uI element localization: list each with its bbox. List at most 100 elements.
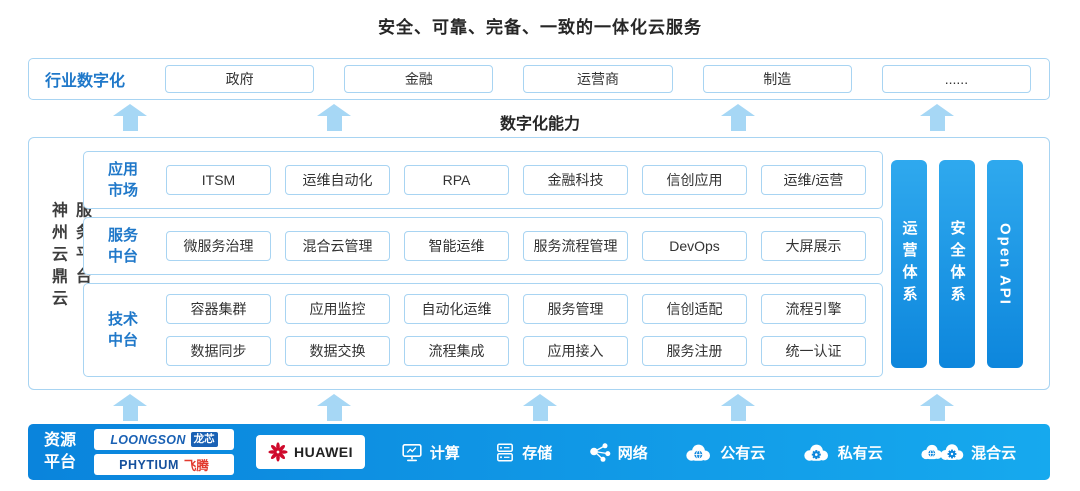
resource-item-network: 网络: [588, 442, 648, 463]
industry-item-operator: 运营商: [523, 65, 673, 93]
tech-items-bottom: 数据同步 数据交换 流程集成 应用接入 服务注册 统一认证: [166, 336, 866, 366]
resource-item-compute: 计算: [401, 442, 460, 463]
resource-item-storage: 存储: [495, 442, 552, 463]
up-arrow: [721, 104, 755, 131]
arrow-head: [317, 104, 351, 116]
loongson-brand-text: LOONGSON: [110, 432, 186, 447]
service-middle-label: 服务 中台: [100, 225, 146, 267]
capability-item-container-cluster: 容器集群: [166, 294, 271, 324]
capability-item-data-sync: 数据同步: [166, 336, 271, 366]
capability-item-intelligent-ops: 智能运维: [404, 231, 509, 261]
capability-label: 数字化能力: [499, 116, 580, 133]
capability-item-service-process-mgmt: 服务流程管理: [523, 231, 628, 261]
vendor-logos: LOONGSON 龙芯 PHYTIUM 飞腾: [94, 429, 235, 475]
resource-layer: 资源 平台 LOONGSON 龙芯 PHYTIUM 飞腾: [28, 424, 1050, 480]
capability-item-itsm: ITSM: [166, 165, 271, 195]
resource-item-private-cloud: 私有云: [801, 442, 883, 463]
industry-layer: 行业数字化 政府 金融 运营商 制造 ......: [28, 58, 1050, 100]
label-line: 市场: [107, 182, 138, 199]
service-middle-items: 微服务治理 混合云管理 智能运维 服务流程管理 DevOps 大屏展示: [166, 231, 866, 261]
vertical-bar-security-system: 安全体系: [939, 160, 975, 368]
tech-items-top: 容器集群 应用监控 自动化运维 服务管理 信创适配 流程引擎: [166, 294, 866, 324]
label-line: 应用: [107, 161, 138, 178]
label-line: 平台: [44, 454, 77, 471]
capability-item-hybrid-cloud-mgmt: 混合云管理: [285, 231, 390, 261]
industry-label: 行业数字化: [45, 73, 126, 90]
phytium-logo: PHYTIUM 飞腾: [94, 454, 235, 475]
label-line: 中台: [107, 332, 138, 349]
capability-item-service-registry: 服务注册: [642, 336, 747, 366]
label-line: 中台: [107, 248, 138, 265]
resource-items: 计算 存储: [383, 441, 1034, 463]
label-line: 技术: [107, 311, 138, 328]
huawei-flower-icon: [268, 442, 288, 462]
main-title: 安全、可靠、完备、一致的一体化云服务: [378, 18, 702, 37]
capability-item-ops-operation: 运维/运营: [761, 165, 866, 195]
capability-item-app-monitoring: 应用监控: [285, 294, 390, 324]
storage-icon: [495, 442, 515, 463]
label-line: 资源: [44, 432, 77, 450]
arrow-shaft: [730, 116, 746, 131]
up-arrow: [523, 394, 557, 421]
resource-item-label: 混合云: [971, 444, 1017, 462]
arrow-shaft: [929, 116, 945, 131]
capability-item-data-exchange: 数据交换: [285, 336, 390, 366]
arrow-shaft: [730, 406, 746, 421]
tech-middle-row: 技术 中台 容器集群 应用监控 自动化运维 服务管理 信创适配 流程引擎 数据同…: [83, 283, 883, 377]
phytium-tag-text: 飞腾: [183, 459, 209, 473]
huawei-logo: HUAWEI: [256, 435, 366, 469]
capability-item-dashboard-display: 大屏展示: [761, 231, 866, 261]
capability-item-app-access: 应用接入: [523, 336, 628, 366]
arrow-shaft: [326, 406, 342, 421]
industry-item-manufacturing: 制造: [702, 65, 852, 93]
tech-middle-label: 技术 中台: [100, 309, 146, 351]
phytium-brand-text: PHYTIUM: [119, 457, 179, 472]
resource-item-label: 私有云: [837, 444, 883, 462]
up-arrow: [920, 104, 954, 131]
capability-item-rpa: RPA: [404, 165, 509, 195]
app-market-label: 应用 市场: [100, 159, 146, 201]
compute-icon: [401, 442, 423, 463]
industry-item-finance: 金融: [344, 65, 494, 93]
up-arrow: [317, 104, 351, 131]
arrow-head: [721, 394, 755, 406]
arrow-head: [113, 394, 147, 406]
arrow-head: [920, 394, 954, 406]
up-arrow: [113, 394, 147, 421]
arrow-head: [317, 394, 351, 406]
up-arrow: [113, 104, 147, 131]
public-cloud-icon: [683, 442, 713, 463]
arrow-head: [113, 104, 147, 116]
resource-label: 资源 平台: [44, 430, 76, 473]
tech-middle-items: 容器集群 应用监控 自动化运维 服务管理 信创适配 流程引擎 数据同步 数据交换…: [166, 294, 866, 366]
capability-item-devops: DevOps: [642, 231, 747, 261]
vertical-bar-open-api: Open API: [987, 160, 1023, 368]
label-line: 服务: [107, 227, 138, 244]
resource-item-label: 公有云: [720, 444, 766, 462]
capability-item-xinchuang-adaptation: 信创适配: [642, 294, 747, 324]
arrow-shaft: [122, 116, 138, 131]
hybrid-cloud-icon: [918, 441, 964, 463]
arrow-shaft: [122, 406, 138, 421]
private-cloud-icon: [801, 442, 831, 463]
app-market-items: ITSM 运维自动化 RPA 金融科技 信创应用 运维/运营: [166, 165, 866, 195]
capability-item-microservice-governance: 微服务治理: [166, 231, 271, 261]
service-middle-row: 服务 中台 微服务治理 混合云管理 智能运维 服务流程管理 DevOps 大屏展…: [83, 217, 883, 275]
platform-panel: 神州云鼎云服务平台 应用 市场 ITSM 运维自动化 RPA 金融科技 信创应用…: [28, 137, 1050, 390]
up-arrow: [721, 394, 755, 421]
huawei-brand-text: HUAWEI: [294, 444, 354, 460]
resource-item-label: 计算: [429, 444, 460, 462]
capability-item-process-integration: 流程集成: [404, 336, 509, 366]
capability-item-process-engine: 流程引擎: [761, 294, 866, 324]
capability-item-fintech: 金融科技: [523, 165, 628, 195]
resource-item-label: 网络: [617, 444, 648, 462]
industry-item-government: 政府: [165, 65, 315, 93]
capability-item-ops-automation: 运维自动化: [285, 165, 390, 195]
loongson-tag-text: 龙芯: [190, 432, 218, 447]
resource-item-public-cloud: 公有云: [683, 442, 765, 463]
arrow-shaft: [326, 116, 342, 131]
arrow-shaft: [929, 406, 945, 421]
up-arrow: [317, 394, 351, 421]
capability-item-automated-ops: 自动化运维: [404, 294, 509, 324]
